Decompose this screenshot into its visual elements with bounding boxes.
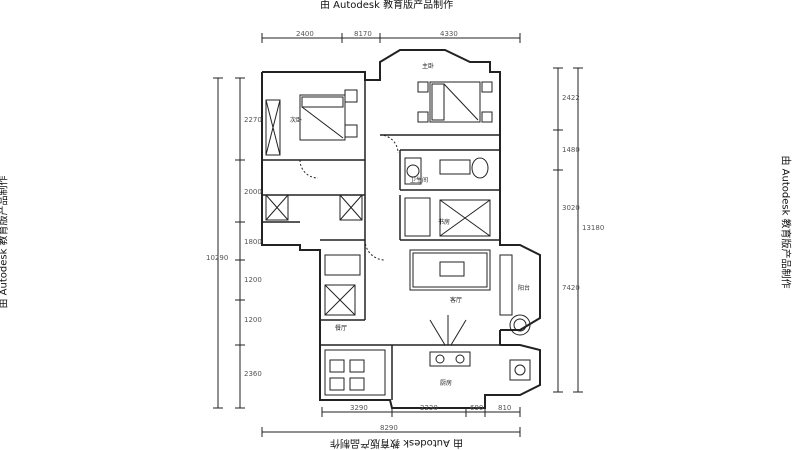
dim-top-1: 2400 <box>296 30 314 38</box>
living-room-furniture <box>409 249 513 316</box>
dim-bottom-4: 810 <box>498 404 511 412</box>
dim-top-2: 8170 <box>354 30 372 38</box>
interior-walls <box>262 80 500 400</box>
dim-left-8: 10290 <box>206 254 228 262</box>
dim-right-4: 7420 <box>562 284 580 292</box>
second-bed-furniture <box>299 89 358 141</box>
left-dimension-lines <box>213 77 245 409</box>
dim-left-3: 1800 <box>244 238 262 246</box>
dim-left-4: 1200 <box>244 276 262 284</box>
dim-left-7: 2360 <box>244 370 262 378</box>
label-study: 书房 <box>438 218 450 226</box>
dim-left-2: 2000 <box>244 188 262 196</box>
study-furniture <box>404 197 491 237</box>
dim-right-2: 1480 <box>562 146 580 154</box>
bathroom-fixtures <box>404 157 489 185</box>
label-balcony: 阳台 <box>518 284 530 292</box>
dim-bottom-1: 3290 <box>350 404 368 412</box>
door-swings <box>299 134 399 261</box>
kitchen-fixtures <box>324 349 531 396</box>
label-bath: 卫生间 <box>410 176 428 184</box>
label-living: 客厅 <box>450 296 462 304</box>
bottom-dimension-lines <box>261 407 521 437</box>
top-dimension-line <box>261 33 521 43</box>
dim-left-5: 1200 <box>244 316 262 324</box>
dim-left-1: 2270 <box>244 116 262 124</box>
dim-right-1: 2422 <box>562 94 580 102</box>
outer-walls <box>261 49 541 409</box>
label-second-bed: 次卧 <box>290 116 302 124</box>
dim-top-3: 4330 <box>440 30 458 38</box>
balcony-table <box>509 314 531 336</box>
dim-right-3: 3020 <box>562 204 580 212</box>
dining-furniture <box>324 254 361 316</box>
label-kitchen: 厨房 <box>440 379 452 387</box>
dim-right-5: 13180 <box>582 224 604 232</box>
right-dimension-lines <box>553 67 583 393</box>
dim-bottom-2: 2230 <box>420 404 438 412</box>
dim-bottom-3: 690 <box>470 404 483 412</box>
label-master-bed: 主卧 <box>422 62 434 70</box>
label-dining: 餐厅 <box>335 324 347 332</box>
entrance-lines <box>429 315 467 346</box>
wardrobes <box>265 99 363 221</box>
watermark-top: 由 Autodesk 教育版产品制作 <box>320 0 454 11</box>
dim-bottom-5: 8290 <box>380 424 398 432</box>
master-bed-furniture <box>417 81 493 123</box>
